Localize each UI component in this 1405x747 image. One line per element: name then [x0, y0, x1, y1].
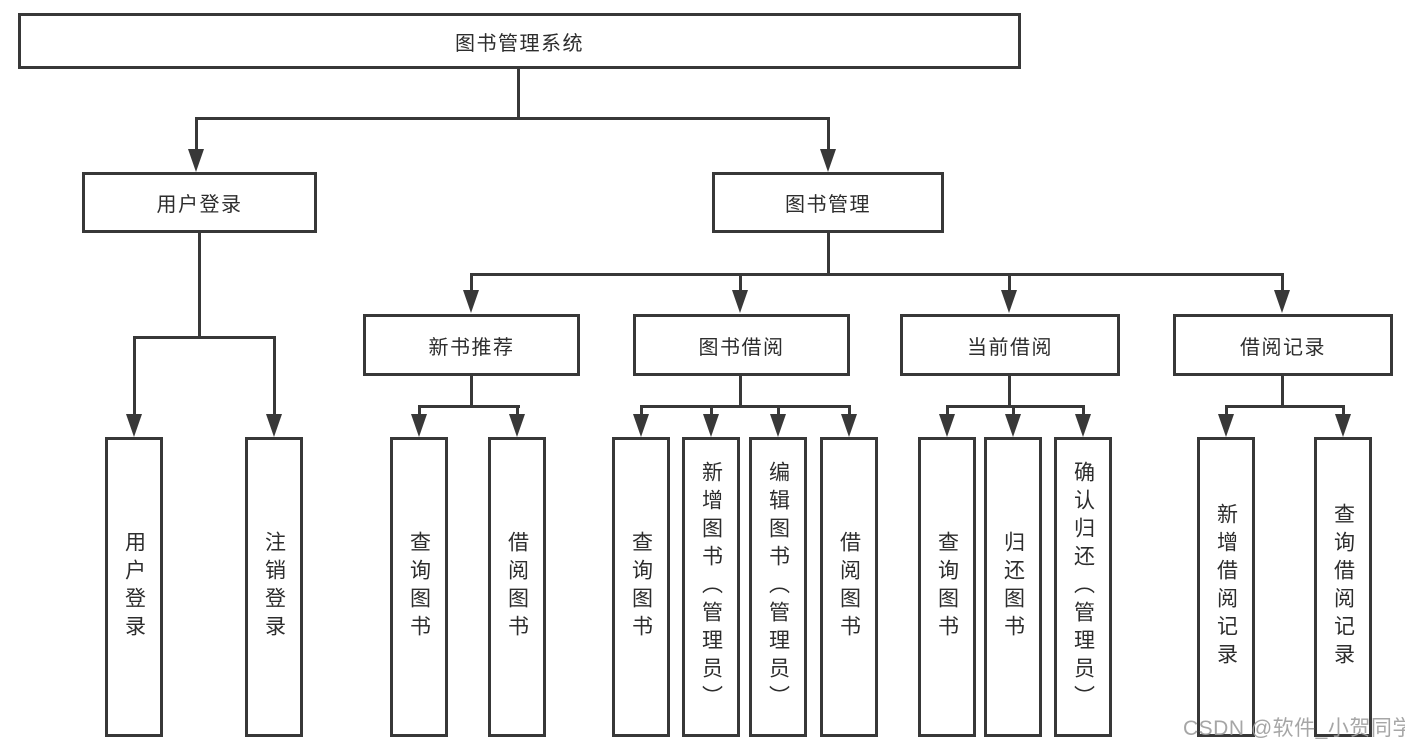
arrow-down-leaf-confirm-return	[1075, 414, 1091, 437]
leaf-user-login: 用户登录	[105, 437, 163, 737]
leaf-logout: 注销登录	[245, 437, 303, 737]
arrow-down-current-borrowing	[1001, 290, 1017, 313]
stem-leaf-user-login	[133, 336, 136, 419]
leaf-query-books-current-label: 查询图书	[935, 531, 959, 643]
leaf-borrow-books-recommend-label: 借阅图书	[505, 531, 529, 643]
stem-leaf-edit-books-admin	[777, 405, 780, 419]
stem-leaf-return-books	[1012, 405, 1015, 419]
stem-leaf-add-books-admin	[710, 405, 713, 419]
arrow-down-borrowing-records	[1274, 290, 1290, 313]
arrow-down-book-borrowing	[732, 290, 748, 313]
connector-user-login-hline	[133, 336, 276, 339]
leaf-borrow-books-borrowing-label: 借阅图书	[837, 531, 861, 643]
node-new-book-recommendation: 新书推荐	[363, 314, 580, 376]
arrow-down-leaf-return-books	[1005, 414, 1021, 437]
csdn-watermark: CSDN @软件_小贺同学	[1183, 717, 1405, 740]
leaf-query-books-current: 查询图书	[918, 437, 976, 737]
node-book-management-label: 图书管理	[785, 194, 871, 216]
arrow-down-leaf-query-books-recommend	[411, 414, 427, 437]
node-borrowing-records-label: 借阅记录	[1240, 336, 1326, 359]
connector-user-login-vline	[198, 233, 201, 336]
leaf-query-books-recommend: 查询图书	[390, 437, 448, 737]
connector-current-borrowing-vline	[1008, 376, 1011, 405]
arrow-down-leaf-query-books-current	[939, 414, 955, 437]
connector-new-book-hline	[418, 405, 520, 408]
node-root-label: 图书管理系统	[455, 32, 584, 55]
leaf-borrow-books-recommend: 借阅图书	[488, 437, 546, 737]
stem-leaf-query-books-current	[946, 405, 949, 419]
stem-current-borrowing	[1008, 273, 1011, 293]
leaf-edit-books-admin: 编辑图书（管理员）	[749, 437, 807, 737]
stem-new-book-recommendation	[470, 273, 473, 293]
leaf-query-borrow-record: 查询借阅记录	[1314, 437, 1372, 737]
connector-level2-hline	[470, 273, 1284, 276]
leaf-add-books-admin-label: 新增图书（管理员）	[699, 461, 723, 713]
leaf-query-books-borrowing-label: 查询图书	[629, 531, 653, 643]
stem-leaf-borrow-books-borrowing	[848, 405, 851, 419]
leaf-query-borrow-record-label: 查询借阅记录	[1331, 503, 1355, 671]
arrow-down-user-login	[188, 149, 204, 172]
leaf-confirm-return-admin-label: 确认归还（管理员）	[1071, 461, 1095, 713]
node-new-book-recommendation-label: 新书推荐	[428, 336, 515, 359]
arrow-down-leaf-borrow-books-borrowing	[841, 414, 857, 437]
leaf-add-borrow-record-label: 新增借阅记录	[1214, 503, 1238, 671]
leaf-edit-books-admin-label: 编辑图书（管理员）	[766, 461, 790, 713]
leaf-query-books-recommend-label: 查询图书	[407, 531, 431, 643]
node-book-borrowing-label: 图书借阅	[698, 336, 785, 359]
leaf-return-books-label: 归还图书	[1001, 531, 1025, 643]
connector-book-borrowing-hline	[640, 405, 851, 408]
connector-new-book-vline	[470, 376, 473, 405]
stem-leaf-query-borrow-record	[1342, 405, 1345, 419]
stem-user-login	[195, 117, 198, 153]
leaf-add-books-admin: 新增图书（管理员）	[682, 437, 740, 737]
stem-book-borrowing	[739, 273, 742, 293]
leaf-logout-label: 注销登录	[262, 531, 286, 643]
connector-book-management-vline	[827, 233, 830, 273]
stem-borrowing-records	[1281, 273, 1284, 293]
node-user-login-label: 用户登录	[156, 194, 243, 216]
node-borrowing-records: 借阅记录	[1173, 314, 1393, 376]
leaf-borrow-books-borrowing: 借阅图书	[820, 437, 878, 737]
stem-leaf-add-borrow-record	[1225, 405, 1228, 419]
arrow-down-leaf-add-borrow-record	[1218, 414, 1234, 437]
connector-borrowing-records-hline	[1225, 405, 1345, 408]
arrow-down-leaf-query-borrow-record	[1335, 414, 1351, 437]
arrow-down-leaf-add-books-admin	[703, 414, 719, 437]
node-book-borrowing: 图书借阅	[633, 314, 850, 376]
leaf-confirm-return-admin: 确认归还（管理员）	[1054, 437, 1112, 737]
arrow-down-leaf-borrow-books-recommend	[509, 414, 525, 437]
arrow-down-leaf-edit-books-admin	[770, 414, 786, 437]
node-current-borrowing: 当前借阅	[900, 314, 1120, 376]
node-current-borrowing-label: 当前借阅	[967, 336, 1053, 359]
node-root: 图书管理系统	[18, 13, 1021, 69]
connector-borrowing-records-vline	[1281, 376, 1284, 405]
arrow-down-leaf-logout	[266, 414, 282, 437]
stem-leaf-query-books-recommend	[418, 405, 421, 419]
stem-leaf-borrow-books-recommend	[516, 405, 519, 419]
leaf-query-books-borrowing: 查询图书	[612, 437, 670, 737]
stem-leaf-confirm-return	[1082, 405, 1085, 419]
arrow-down-leaf-query-books-borrowing	[633, 414, 649, 437]
node-book-management: 图书管理	[712, 172, 944, 233]
arrow-down-new-book-recommendation	[463, 290, 479, 313]
leaf-add-borrow-record: 新增借阅记录	[1197, 437, 1255, 737]
stem-leaf-query-books-borrowing	[640, 405, 643, 419]
connector-root-hline	[195, 117, 830, 120]
node-user-login: 用户登录	[82, 172, 317, 233]
arrow-down-leaf-user-login	[126, 414, 142, 437]
leaf-user-login-label: 用户登录	[122, 531, 146, 643]
connector-book-borrowing-vline	[739, 376, 742, 405]
stem-book-management	[827, 117, 830, 153]
leaf-return-books: 归还图书	[984, 437, 1042, 737]
arrow-down-book-management	[820, 149, 836, 172]
connector-root-vline	[517, 68, 520, 117]
stem-leaf-logout	[273, 336, 276, 419]
connector-current-borrowing-hline	[946, 405, 1085, 408]
